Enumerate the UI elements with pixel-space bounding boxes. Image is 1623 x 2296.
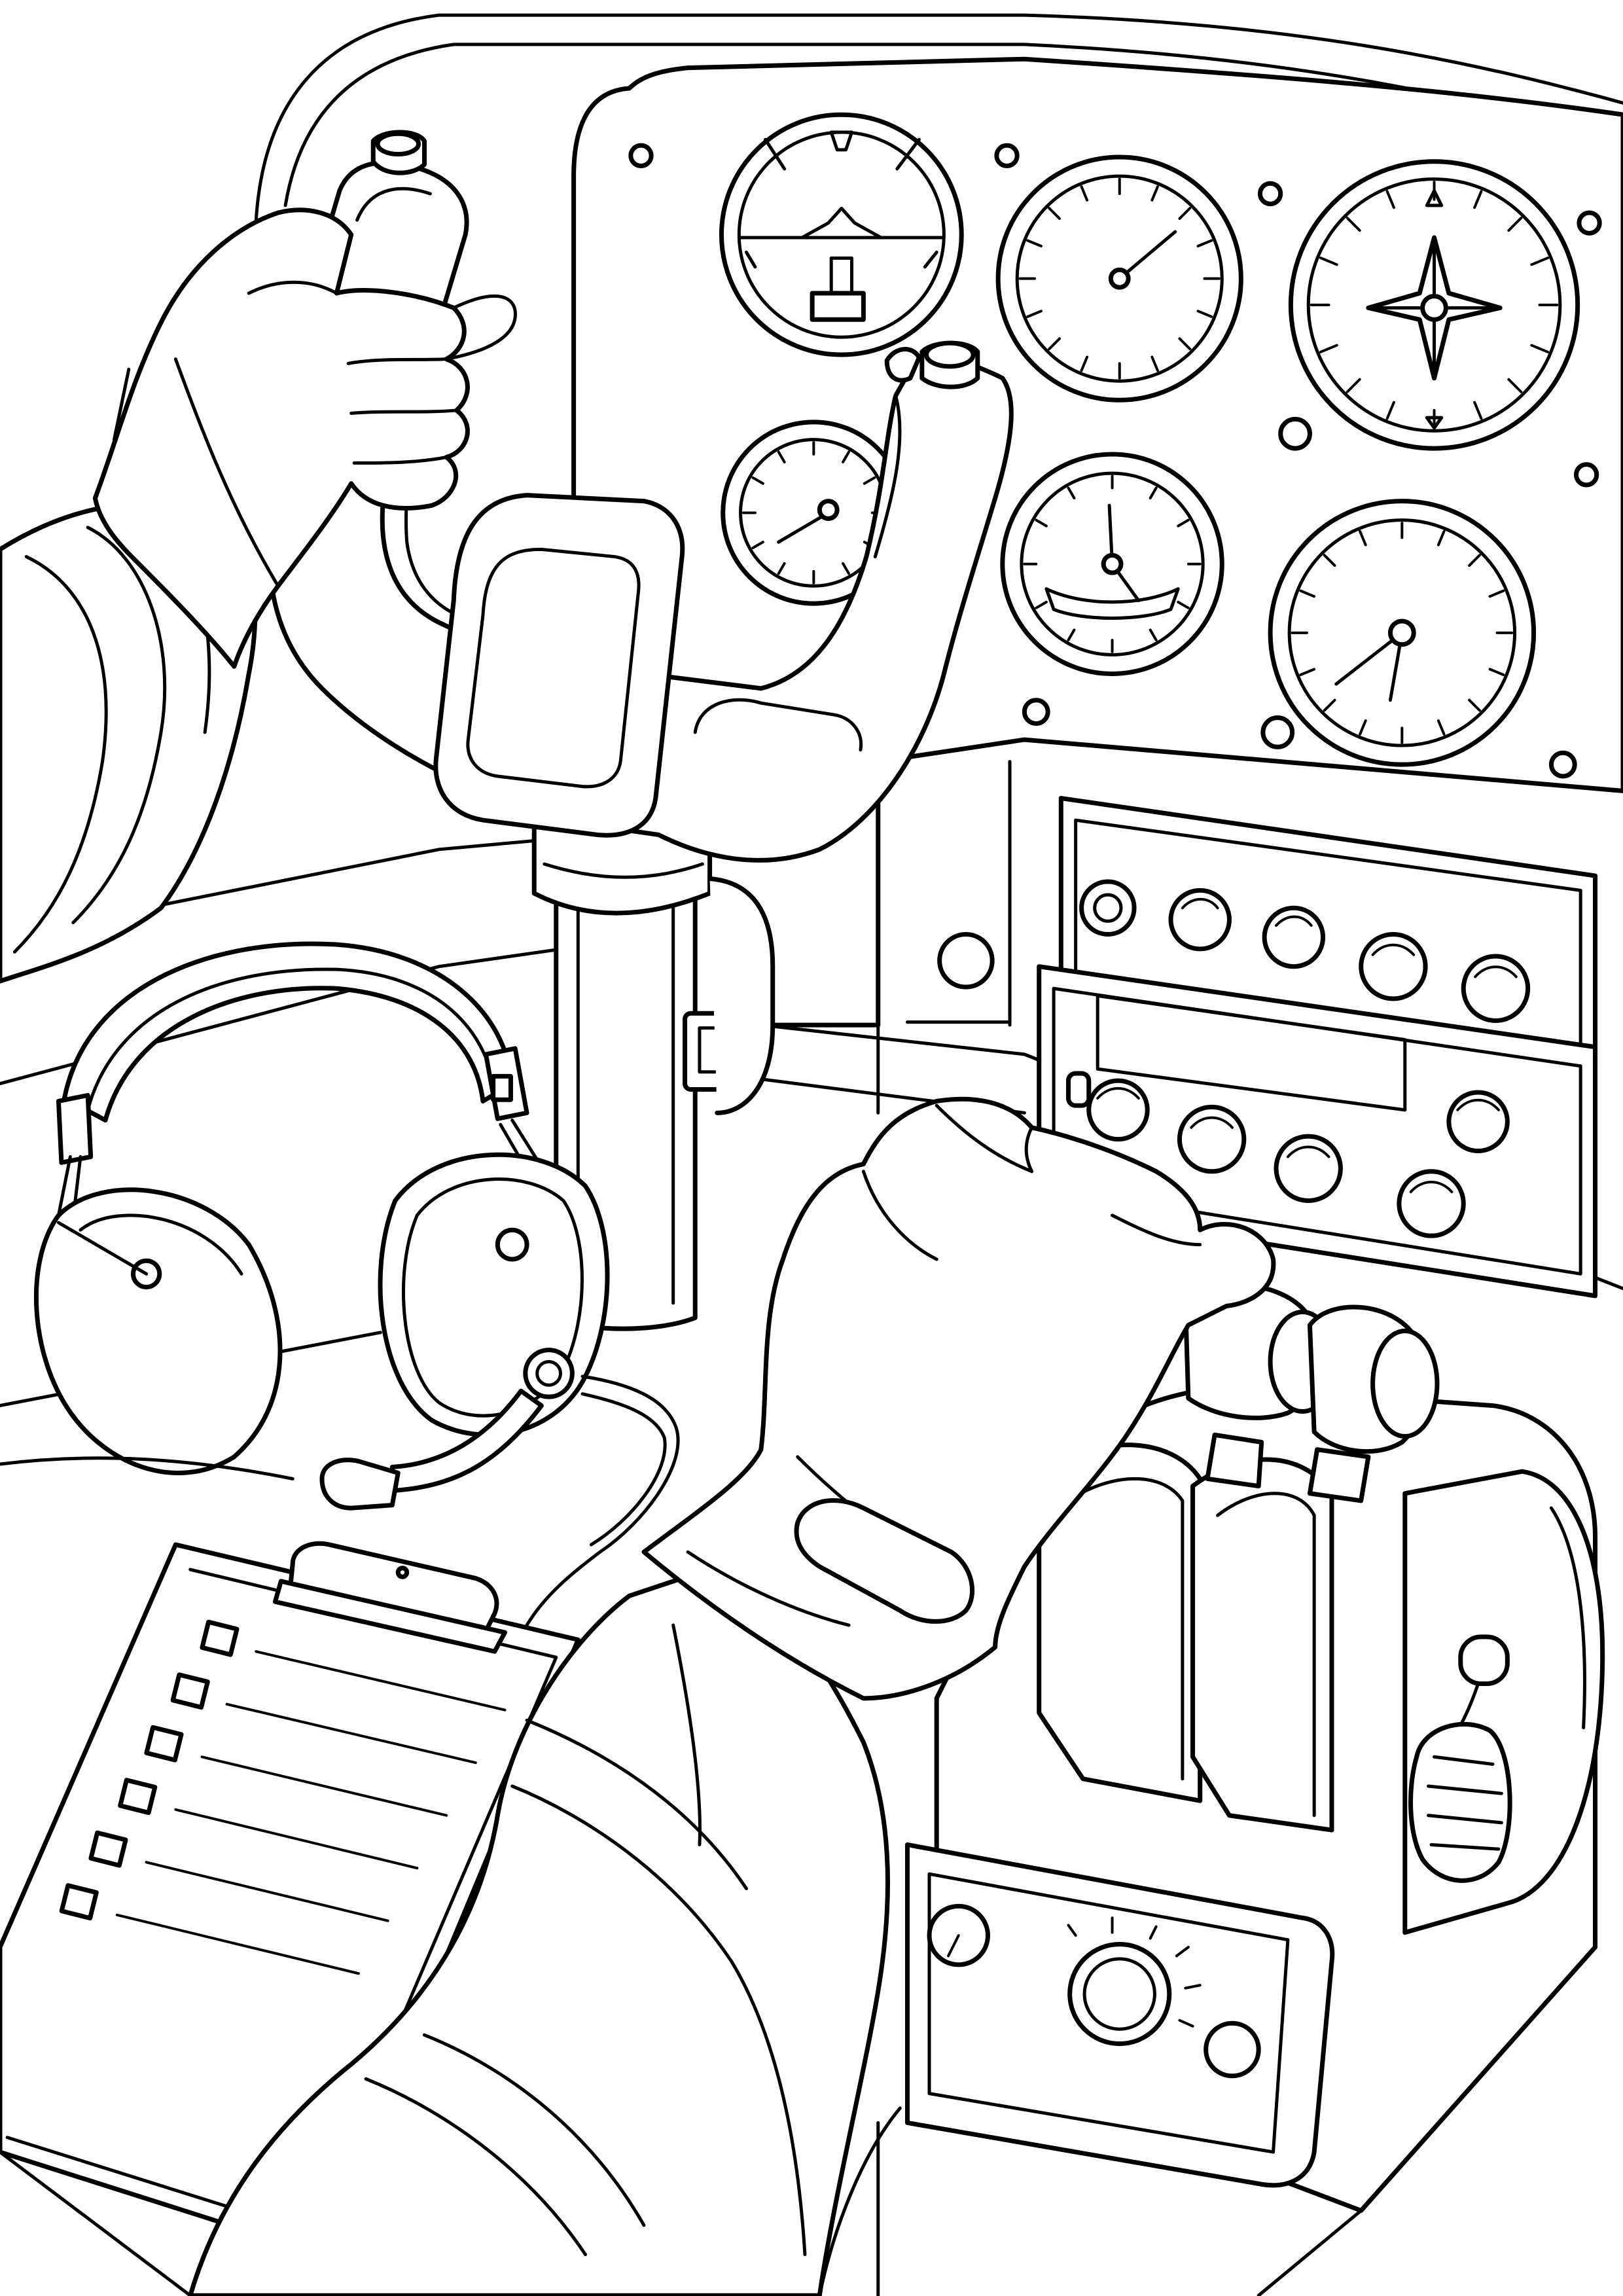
radio-knob <box>1082 882 1528 1020</box>
gauge-tick <box>1027 311 1041 317</box>
gauge-tick <box>1198 311 1212 317</box>
gauge-tick <box>1360 721 1366 734</box>
gauge-tick <box>1049 208 1060 219</box>
gauge-tick <box>1178 520 1188 526</box>
attitude-icon <box>721 115 961 355</box>
needle-gauge-icon <box>998 157 1241 400</box>
right-arm <box>0 1567 900 2296</box>
gauge-tick <box>1300 669 1314 675</box>
gauge-tick <box>1036 602 1046 608</box>
gauge-tick <box>1469 555 1480 565</box>
checklist-item <box>62 1622 505 1973</box>
panel-screw <box>1024 700 1048 724</box>
gauge-tick <box>1438 531 1444 545</box>
gauge-tick <box>1036 520 1046 526</box>
gauge-tick <box>1508 380 1521 392</box>
gauge-tick <box>1152 187 1158 200</box>
gauge-tick <box>1347 218 1360 230</box>
radio-knob <box>1089 1081 1508 1236</box>
gauge-tick <box>865 478 874 484</box>
gauge-tick <box>1347 380 1360 392</box>
panel-screw <box>1281 419 1310 448</box>
gauge-tick <box>1387 191 1394 207</box>
gauge-tick <box>1508 218 1521 230</box>
gauge-tick <box>1150 630 1156 639</box>
gauge-tick <box>1387 403 1394 419</box>
gauge-tick <box>1198 240 1212 246</box>
gauge-tick <box>1325 700 1335 711</box>
throttle-quadrant <box>907 1285 1602 2210</box>
left-arm <box>0 503 255 981</box>
panel-screw <box>1579 213 1599 233</box>
gauge-tick <box>1531 346 1548 352</box>
gauge-tick <box>843 564 849 573</box>
left-hand <box>95 210 515 666</box>
gauge-tick <box>1490 591 1504 597</box>
gauge-tick <box>1321 346 1337 352</box>
gauge-tick <box>1300 591 1314 597</box>
gauge-tick <box>843 452 849 462</box>
gauge-tick <box>1531 258 1548 264</box>
turn-coordinator-icon <box>1003 454 1222 673</box>
panel-screw <box>997 145 1017 166</box>
gauge-tick <box>753 542 762 548</box>
gauge-tick <box>1082 357 1088 370</box>
trim-knob <box>929 1906 1258 2075</box>
gauge-tick <box>1469 700 1480 711</box>
headset-icon <box>36 944 678 1625</box>
gauge-tick <box>1178 602 1188 608</box>
panel-screw <box>1263 718 1293 747</box>
panel-screw <box>1260 183 1280 204</box>
gauge-tick <box>753 478 762 484</box>
gauge-tick <box>1152 357 1158 370</box>
gauge-tick <box>1049 338 1060 349</box>
gauge-tick <box>1150 488 1156 498</box>
panel-screw <box>940 935 993 988</box>
gauge-tick <box>1325 555 1335 565</box>
gauge-tick <box>1360 531 1366 545</box>
gauge-tick <box>1179 338 1190 349</box>
needle-gauge-icon <box>1270 501 1534 765</box>
gauge-tick <box>1068 488 1074 498</box>
gauge-tick <box>1068 630 1074 639</box>
gauge-tick <box>1490 669 1504 675</box>
compass-rose-icon <box>1291 162 1577 448</box>
needle-gauge-icon <box>723 422 904 603</box>
panel-screw <box>631 145 651 166</box>
right-hand <box>644 1099 1274 1698</box>
center-console <box>0 1458 1361 2295</box>
gauge-tick <box>779 564 785 573</box>
panel-screw <box>1551 753 1575 776</box>
gauge-tick <box>779 452 785 462</box>
gauge-tick <box>1179 208 1190 219</box>
gauge-tick <box>1438 721 1444 734</box>
checklist-clipboard <box>0 1543 578 2254</box>
panel-screw <box>1576 465 1596 485</box>
gauge-tick <box>1321 258 1337 264</box>
gauge-tick <box>1474 403 1481 419</box>
gauge-tick <box>1474 191 1481 207</box>
gauge-tick <box>1082 187 1088 200</box>
gauge-tick <box>1027 240 1041 246</box>
